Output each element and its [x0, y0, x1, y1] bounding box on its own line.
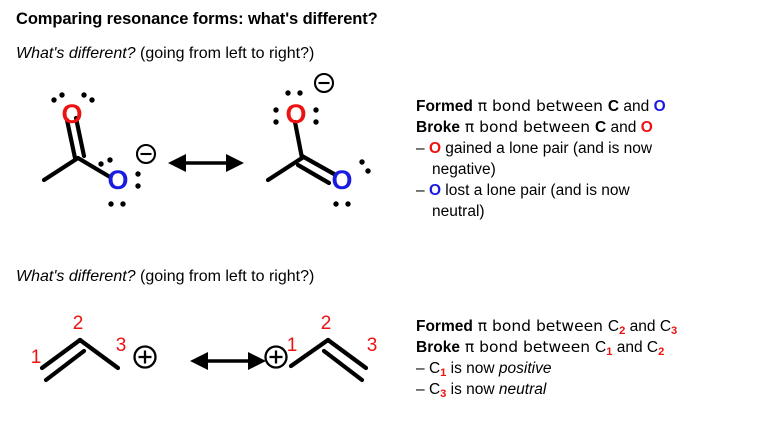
bullet-2-text: is now — [446, 381, 499, 398]
subtitle-2-question: What's different? — [16, 268, 136, 285]
atom-label-oxygen-blue: O — [107, 165, 128, 195]
lone-pairs-oxygen-blue — [333, 159, 371, 207]
pi-symbol-and-text: π bond between — [472, 97, 608, 115]
bond-c2-c3-single — [77, 337, 121, 371]
subtitle-1-question: What's different? — [16, 45, 136, 62]
lone-pairs-oxygen-red — [51, 92, 95, 103]
allyl-cation-resonance-form-left: 1 2 3 — [28, 313, 218, 398]
carbon-label-3: 3 — [367, 335, 378, 356]
broke-conjunction: and — [612, 339, 647, 356]
atom-label-oxygen-red: O — [285, 99, 306, 129]
formal-charge-positive-c1 — [264, 345, 288, 369]
explanation-1-formed-line: Formed π bond between C and O — [416, 96, 666, 117]
bond-double-inner-carbonyl — [64, 117, 78, 161]
lone-pairs-oxygen-blue — [98, 157, 141, 207]
formed-conjunction: and — [619, 98, 654, 115]
formed-atom-b: C — [659, 318, 672, 335]
broke-atom-b: C — [646, 339, 659, 356]
formed-conjunction: and — [625, 318, 660, 335]
bond-c1-c2-outer — [43, 348, 87, 383]
page-title: Comparing resonance forms: what's differ… — [16, 10, 378, 28]
bullet-2-subscript: 3 — [440, 388, 447, 401]
broke-keyword: Broke — [416, 339, 460, 356]
bullet-2-text: lost a lone pair (and is now — [441, 182, 630, 199]
explanation-2-bullet-2: – C3 is now neutral — [416, 379, 677, 400]
atom-label-oxygen-blue: O — [331, 165, 352, 195]
bond-c1-c2-inner — [39, 337, 83, 371]
bond-methyl-to-carbonyl-carbon — [41, 155, 81, 183]
explanation-2-bullet-1: – C1 is now positive — [416, 358, 677, 379]
bullet-1-atom: O — [428, 140, 441, 157]
formed-atom-a: C — [607, 318, 620, 335]
explanation-1-bullet-1: – O gained a lone pair (and is now — [416, 138, 666, 159]
subtitle-2-rest: (going from left to right?) — [135, 268, 315, 285]
allyl-cation-resonance-form-right: 1 2 3 — [262, 313, 452, 398]
pi-symbol-and-text: π bond between — [459, 118, 595, 136]
pi-symbol-and-text: π bond between — [459, 338, 595, 356]
bond-double-outer-carbonyl — [295, 162, 332, 186]
explanation-1-broke-line: Broke π bond between C and O — [416, 117, 666, 138]
bullet-1-text: is now — [446, 360, 499, 377]
explanation-2-broke-line: Broke π bond between C1 and C2 — [416, 337, 677, 358]
bond-methyl-to-carbonyl-carbon — [265, 155, 305, 183]
formed-atom-a-subscript: 2 — [619, 325, 626, 338]
resonance-arrow-row-2 — [190, 348, 266, 379]
lone-pairs-oxygen-red — [273, 90, 319, 125]
carbon-label-1: 1 — [287, 335, 298, 356]
broke-atom-a: C — [595, 119, 607, 136]
broke-atom-b-subscript: 2 — [658, 346, 665, 359]
bullet-dash: – — [416, 182, 429, 199]
carbon-label-1: 1 — [31, 347, 42, 368]
subtitle-1-rest: (going from left to right?) — [135, 45, 315, 62]
formed-keyword: Formed — [416, 318, 473, 335]
bond-single-to-oxide — [292, 119, 305, 161]
formed-atom-a: C — [607, 98, 620, 115]
resonance-arrow-row-1 — [168, 150, 244, 181]
formed-atom-b-subscript: 3 — [671, 325, 678, 338]
carbon-label-2: 2 — [321, 313, 332, 334]
acetate-resonance-form-left: O O — [26, 88, 186, 218]
explanation-1-bullet-1-continued: negative) — [432, 161, 496, 178]
formal-charge-negative-oxygen-red — [313, 72, 335, 94]
bond-c2-c3-outer — [321, 348, 365, 383]
explanation-2-formed-line: Formed π bond between C2 and C3 — [416, 316, 677, 337]
bullet-2-atom: C — [428, 381, 441, 398]
explanation-1-bullet-2-continued: neutral) — [432, 203, 485, 220]
formed-keyword: Formed — [416, 98, 473, 115]
explanation-row-2: Formed π bond between C2 and C3 Broke π … — [416, 316, 677, 400]
broke-atom-a: C — [595, 339, 607, 356]
atom-label-oxygen-red: O — [61, 99, 82, 129]
broke-keyword: Broke — [416, 119, 460, 136]
formed-atom-b: O — [653, 98, 666, 115]
bond-c1-c2-single — [288, 337, 331, 369]
bullet-1-atom: C — [428, 360, 441, 377]
bullet-1-text: gained a lone pair (and is now — [441, 140, 653, 157]
broke-conjunction: and — [606, 119, 641, 136]
bullet-dash: – — [416, 140, 429, 157]
formal-charge-positive-c3 — [133, 345, 157, 369]
carbon-label-3: 3 — [116, 335, 127, 356]
bullet-1-subscript: 1 — [440, 367, 447, 380]
bond-single-to-oxide — [75, 155, 113, 180]
bond-c2-c3-inner — [325, 337, 369, 371]
bullet-1-emphasis: positive — [498, 360, 552, 377]
bullet-dash: – — [416, 381, 429, 398]
explanation-1-bullet-2: – O lost a lone pair (and is now — [416, 180, 666, 201]
bullet-dash: – — [416, 360, 429, 377]
bond-double-outer-carbonyl — [73, 115, 87, 159]
subtitle-row-1: What's different? (going from left to ri… — [16, 45, 314, 63]
pi-symbol-and-text: π bond between — [472, 317, 608, 335]
carbon-label-2: 2 — [73, 313, 84, 334]
formal-charge-negative-oxygen-blue — [135, 143, 157, 165]
acetate-resonance-form-right: O O — [250, 72, 410, 218]
broke-atom-b: O — [640, 119, 653, 136]
bullet-2-atom: O — [428, 182, 441, 199]
broke-atom-a-subscript: 1 — [606, 346, 613, 359]
bond-double-inner-carbonyl — [299, 153, 337, 177]
bullet-2-emphasis: neutral — [498, 381, 547, 398]
explanation-row-1: Formed π bond between C and O Broke π bo… — [416, 96, 666, 222]
subtitle-row-2: What's different? (going from left to ri… — [16, 268, 314, 286]
